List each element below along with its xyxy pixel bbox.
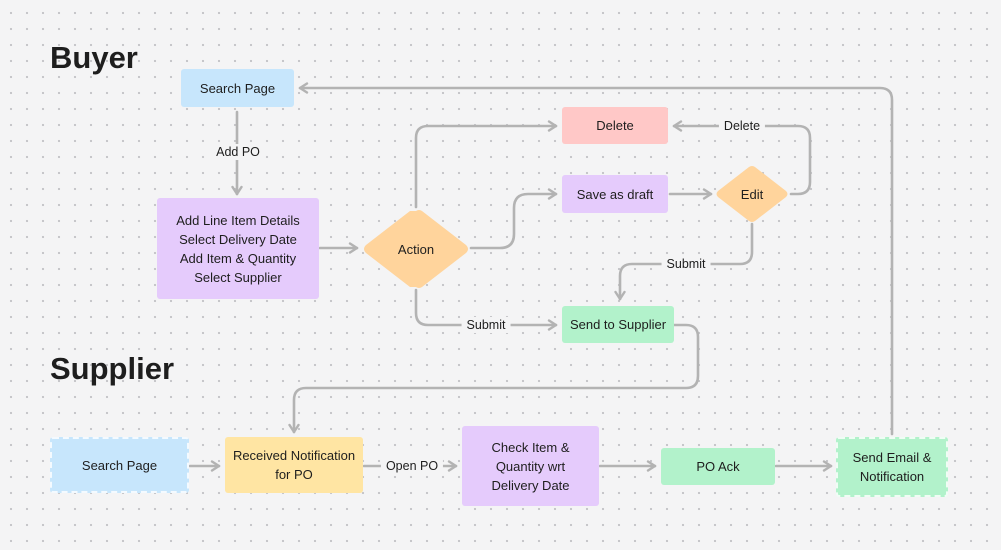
node-label: Search Page — [81, 457, 158, 473]
node-label: Edit — [740, 186, 764, 202]
edit-delete-edge-label: Delete — [718, 118, 766, 134]
action-submit-edge-label: Submit — [461, 317, 511, 333]
save-as-draft-node[interactable]: Save as draft — [562, 175, 668, 213]
node-label: Quantity wrt — [495, 458, 566, 474]
connector-edit-to-delete — [672, 120, 812, 196]
node-label: Select Delivery Date — [179, 231, 297, 247]
node-label: Delete — [596, 118, 634, 133]
node-label: Send to Supplier — [569, 317, 667, 332]
check-item-node[interactable]: Check Item & Quantity wrt Delivery Date — [462, 426, 599, 506]
node-label: Send Email & — [852, 450, 932, 465]
buyer-section-title: Buyer — [50, 40, 138, 75]
supplier-search-page-node[interactable]: Search Page — [50, 437, 189, 493]
node-label: Action — [397, 241, 435, 257]
node-label: Search Page — [199, 80, 276, 96]
send-to-supplier-node[interactable]: Send to Supplier — [562, 306, 674, 343]
received-notification-node[interactable]: Received Notification for PO — [225, 437, 363, 493]
connector-action-to-delete — [414, 120, 558, 209]
edit-decision-node[interactable]: Edit — [714, 164, 790, 224]
node-label: Save as draft — [576, 186, 654, 202]
connector-action-to-draft — [469, 188, 558, 250]
node-label: Add Line Item Details — [176, 212, 300, 228]
connector-send-to-received — [288, 323, 700, 434]
node-label: for PO — [275, 467, 313, 482]
node-label: Check Item & — [491, 439, 570, 455]
node-label: PO Ack — [696, 459, 740, 474]
send-email-node[interactable]: Send Email & Notification — [836, 437, 948, 497]
buyer-search-page-node[interactable]: Search Page — [181, 69, 294, 107]
diamond-shape — [716, 166, 788, 222]
node-label: Select Supplier — [194, 269, 282, 285]
delete-node[interactable]: Delete — [562, 107, 668, 144]
open-po-edge-label: Open PO — [380, 458, 444, 474]
connector-email-to-search — [298, 82, 894, 436]
po-ack-node[interactable]: PO Ack — [661, 448, 775, 485]
edit-submit-edge-label: Submit — [661, 256, 711, 272]
action-decision-node[interactable]: Action — [360, 207, 472, 291]
supplier-section-title: Supplier — [50, 351, 175, 386]
node-label: Notification — [859, 469, 925, 484]
diamond-shape — [364, 210, 468, 288]
line-item-details-node[interactable]: Add Line Item Details Select Delivery Da… — [157, 198, 319, 299]
node-label: Delivery Date — [491, 477, 570, 493]
connector-action-to-send — [414, 288, 558, 331]
node-label: Received Notification — [232, 448, 356, 463]
node-label: Add Item & Quantity — [179, 250, 297, 266]
add-po-edge-label: Add PO — [211, 144, 265, 160]
